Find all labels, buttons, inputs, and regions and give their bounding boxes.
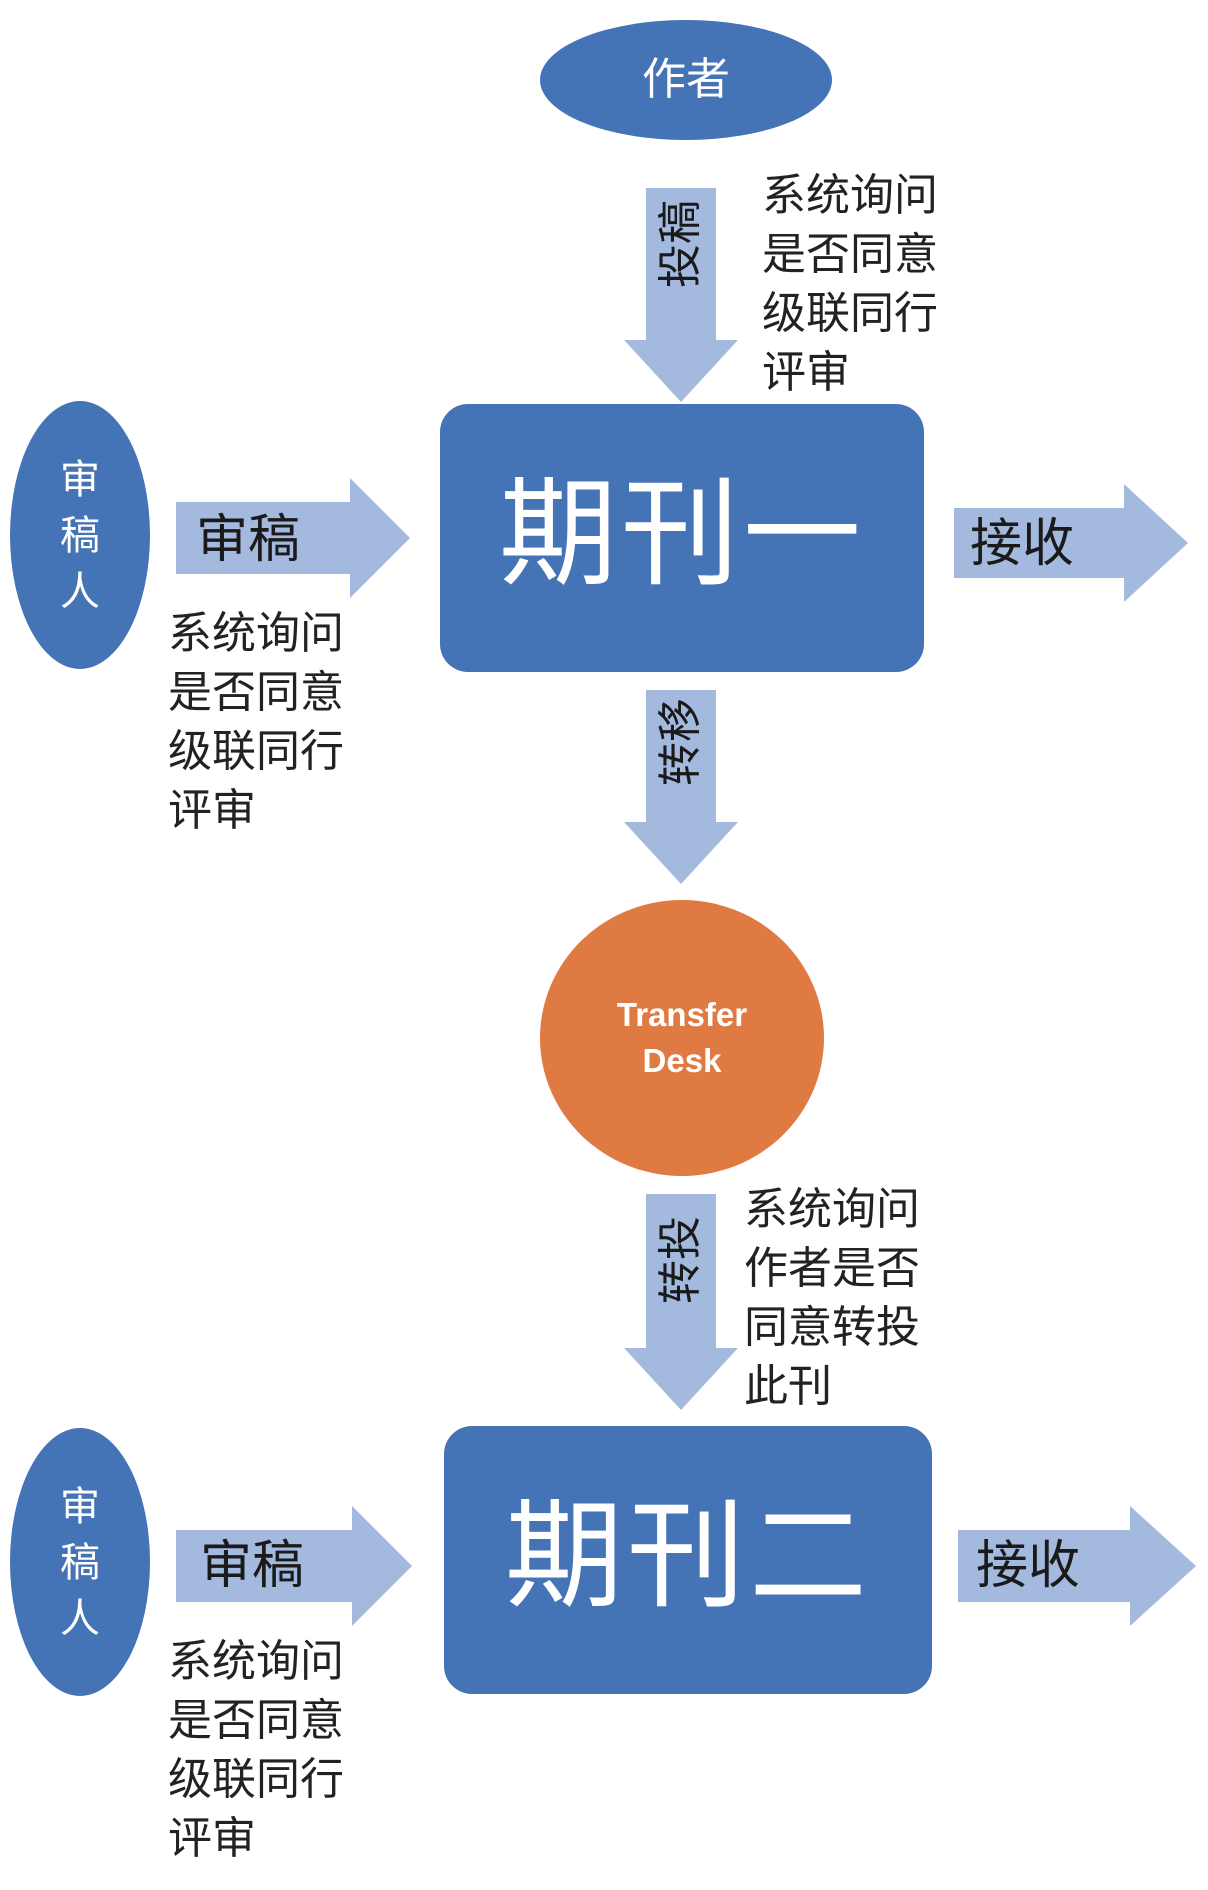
transfer-submit-arrow [624, 1194, 738, 1410]
review-label-one: 审稿 [196, 510, 301, 570]
reviewer-two-node [10, 1428, 150, 1696]
author-label: 作者 [642, 54, 730, 105]
review-note-one: 系统询问 是否同意 级联同行 评审 [168, 608, 344, 836]
reviewer-two-label: 审 稿 人 [60, 1484, 100, 1642]
transfer-arrow [624, 690, 738, 884]
transfer-desk-node [540, 900, 824, 1176]
review-note-two: 系统询问 是否同意 级联同行 评审 [168, 1636, 344, 1864]
transfer-label: 转移 [655, 698, 706, 786]
reviewer-one-label: 审 稿 人 [60, 457, 100, 615]
journal-two-title: 期刊二 [504, 1487, 871, 1625]
journal-one-box [440, 404, 924, 672]
submit-arrow [624, 188, 738, 402]
journal-one-title: 期刊一 [498, 465, 865, 603]
submit-label: 投稿 [655, 200, 706, 288]
accept-arrow-two [958, 1506, 1196, 1626]
review-arrow-one [176, 478, 410, 598]
reviewer-one-node [10, 401, 150, 669]
accept-label-two: 接收 [976, 1536, 1081, 1596]
transfer-submit-note: 系统询问 作者是否 同意转投 此刊 [744, 1184, 920, 1412]
author-node [540, 20, 832, 140]
accept-label-one: 接收 [970, 514, 1075, 574]
transfer-desk-label: Transfer Desk [616, 996, 748, 1079]
review-arrow-two [176, 1506, 412, 1626]
accept-arrow-one [954, 484, 1188, 602]
review-label-two: 审稿 [200, 1536, 305, 1596]
transfer-submit-label: 转投 [655, 1216, 706, 1304]
journal-two-box [444, 1426, 932, 1694]
submit-note: 系统询问 是否同意 级联同行 评审 [762, 170, 938, 398]
